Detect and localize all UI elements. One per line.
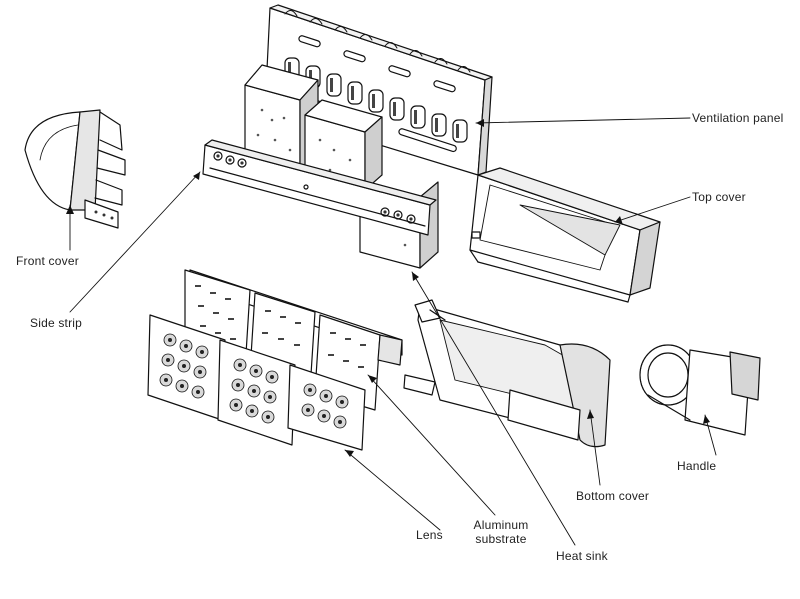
label-top-cover: Top cover — [692, 190, 746, 204]
side-strip-part — [202, 139, 437, 236]
label-ventilation-panel: Ventilation panel — [692, 111, 784, 125]
label-heat-sink: Heat sink — [556, 549, 608, 563]
top-cover-part — [469, 167, 661, 303]
label-handle: Handle — [677, 459, 717, 473]
front-cover-part — [24, 109, 126, 229]
label-aluminum-substrate: Aluminum substrate — [473, 518, 529, 546]
handle-part — [639, 344, 761, 436]
label-front-cover: Front cover — [16, 254, 79, 268]
bottom-cover-part — [403, 299, 611, 448]
label-lens: Lens — [416, 528, 443, 542]
label-bottom-cover: Bottom cover — [576, 489, 650, 503]
lens-part — [147, 314, 366, 451]
ventilation-panel-part — [264, 4, 493, 176]
label-side-strip: Side strip — [30, 316, 83, 330]
leader-lines — [69, 117, 717, 546]
arrowheads — [66, 119, 710, 457]
